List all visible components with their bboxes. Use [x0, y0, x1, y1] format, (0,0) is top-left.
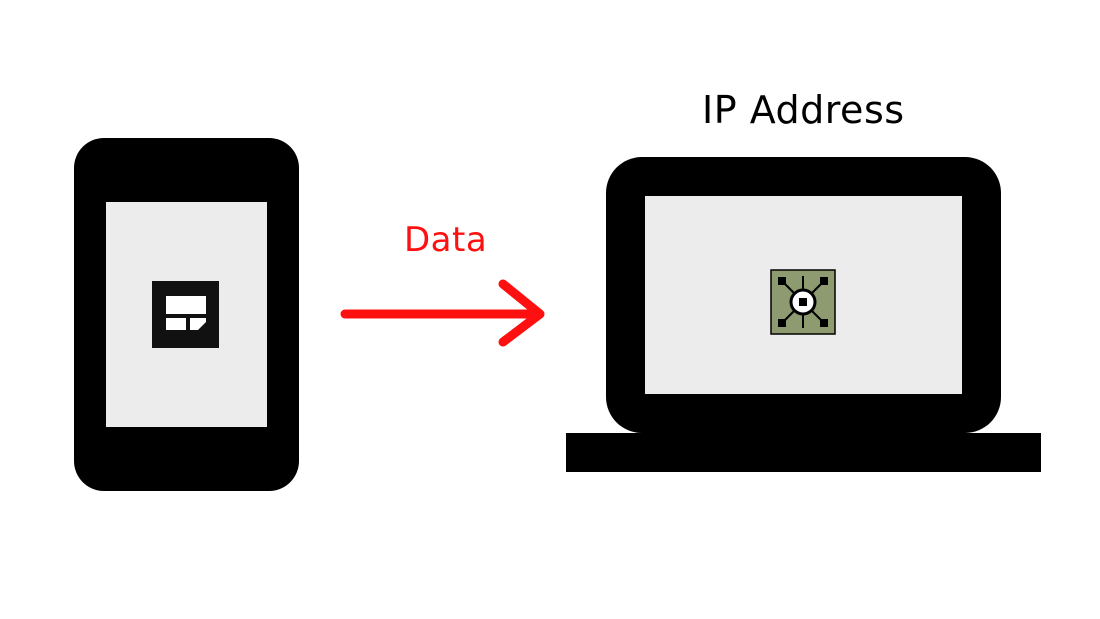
network-hub-icon [770, 269, 836, 335]
laptop-base [566, 433, 1041, 472]
data-label: Data [404, 220, 488, 260]
smartphone-icon [74, 138, 299, 491]
ip-address-label: IP Address [702, 88, 905, 132]
right-arrow-icon [340, 279, 545, 347]
laptop-icon [566, 157, 1041, 472]
app-tile-icon [152, 281, 219, 348]
